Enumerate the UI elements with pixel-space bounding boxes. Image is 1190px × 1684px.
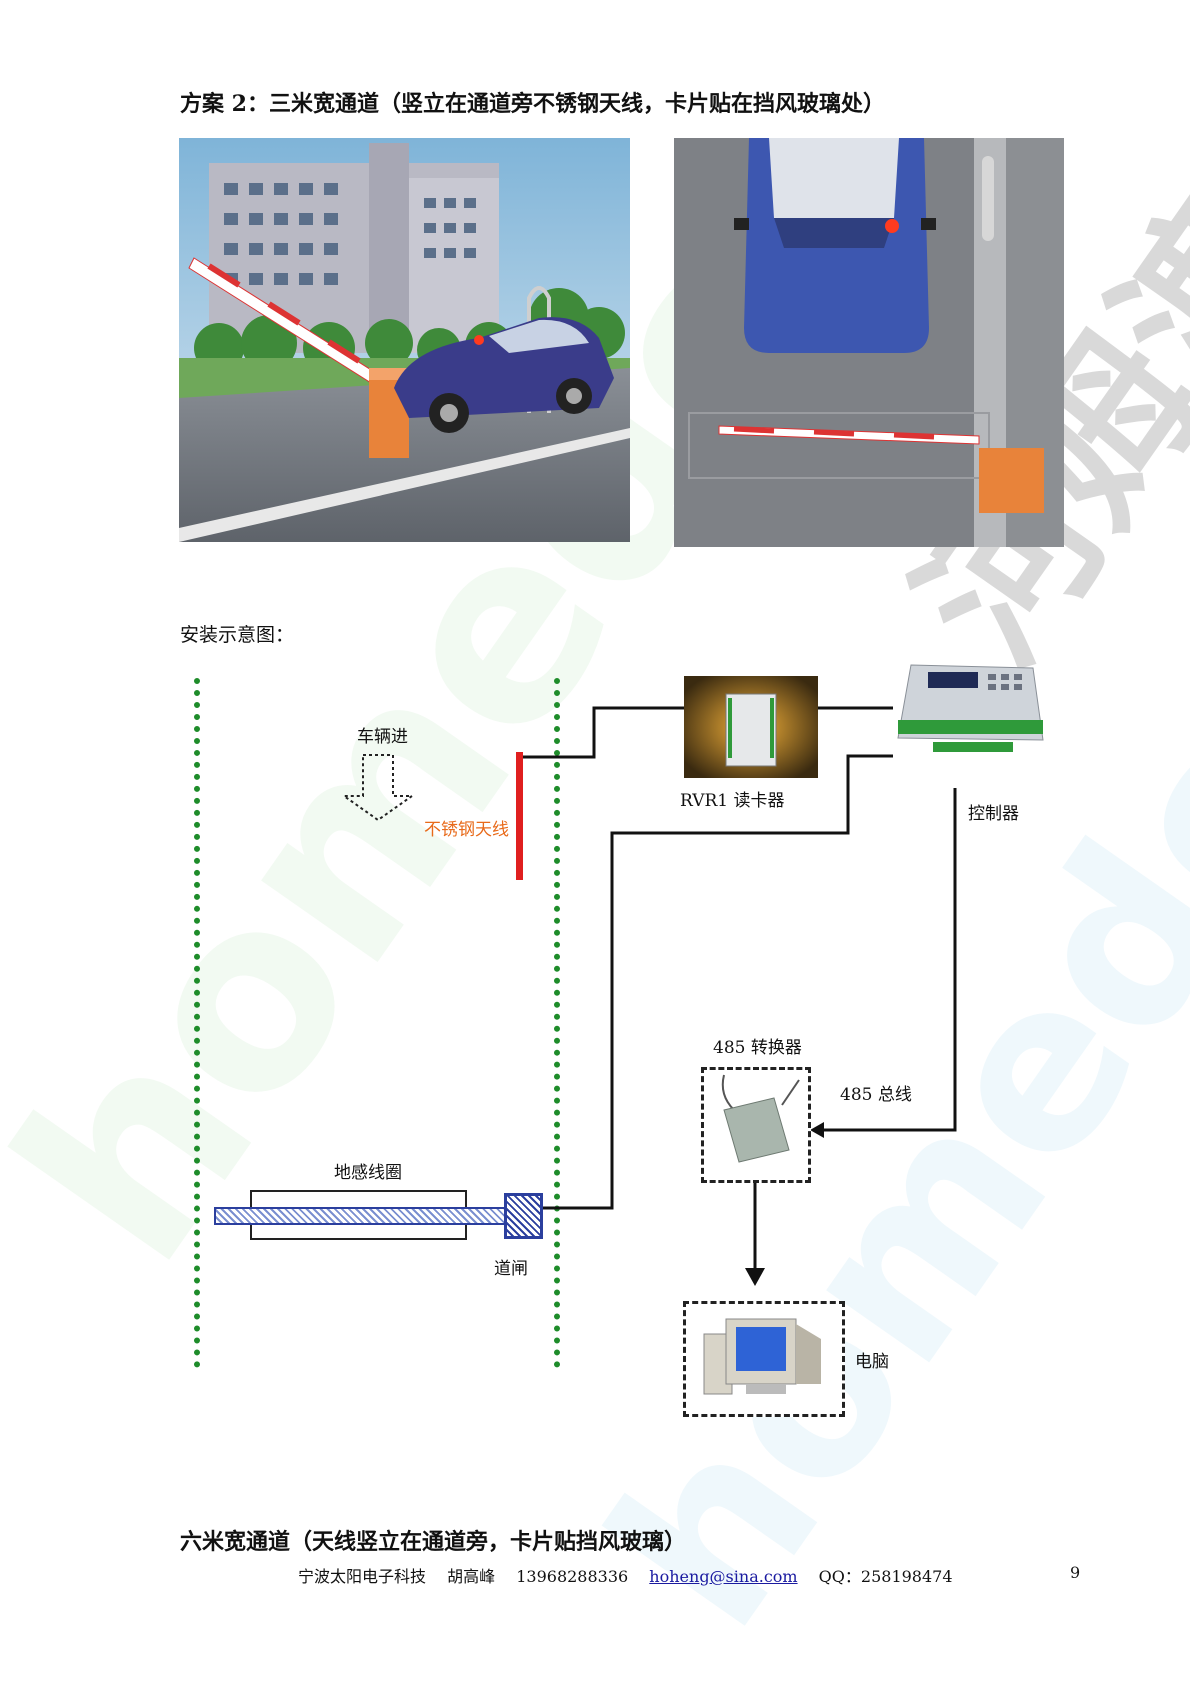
converter-device-icon: [721, 1074, 800, 1163]
bottom-heading: 六米宽通道（天线竖立在通道旁，卡片贴挡风玻璃）: [180, 1529, 687, 1555]
footer-person: 胡高峰: [447, 1567, 496, 1586]
computer-box: [683, 1301, 845, 1417]
footer-qq: QQ：258198474: [818, 1567, 953, 1586]
controller-label: 控制器: [968, 804, 1019, 824]
vehicle-in-label: 车辆进: [357, 727, 408, 747]
converter-label: 485 转换器: [713, 1038, 802, 1058]
arrow-head-to-converter: [810, 1122, 824, 1138]
footer-phone: 13968288336: [516, 1567, 629, 1586]
arrow-head-to-computer: [745, 1268, 765, 1286]
antenna-label: 不锈钢天线: [424, 820, 509, 840]
ground-loop-label: 地感线圈: [334, 1163, 402, 1183]
computer-icon: [703, 1318, 821, 1395]
lane-left-boundary: [194, 678, 200, 1368]
footer: 宁波太阳电子科技 胡高峰 13968288336 hoheng@sina.com…: [298, 1563, 953, 1587]
down-arrow-icon: [340, 754, 416, 822]
stainless-antenna: [516, 752, 523, 880]
computer-label: 电脑: [855, 1352, 889, 1372]
barrier-gate-box: [504, 1193, 543, 1239]
lane-right-boundary: [554, 678, 560, 1368]
footer-email-link[interactable]: hoheng@sina.com: [649, 1567, 798, 1586]
reader-label: RVR1 读卡器: [680, 791, 785, 811]
ground-loop-cable: [214, 1207, 508, 1225]
page-number: 9: [1070, 1563, 1081, 1582]
footer-company: 宁波太阳电子科技: [298, 1567, 427, 1586]
controller-image: [897, 664, 1044, 752]
converter-box: [701, 1067, 811, 1183]
scheme-heading: 方案 2：三米宽通道（竖立在通道旁不锈钢天线，卡片贴在挡风玻璃处）: [180, 91, 885, 117]
bus-label: 485 总线: [840, 1085, 912, 1105]
barrier-gate-scene-image: [179, 138, 630, 542]
gate-label: 道闸: [494, 1259, 528, 1279]
top-view-scene-image: [674, 138, 1064, 547]
rvr1-reader-image: [684, 676, 818, 778]
install-heading: 安装示意图：: [180, 624, 295, 646]
